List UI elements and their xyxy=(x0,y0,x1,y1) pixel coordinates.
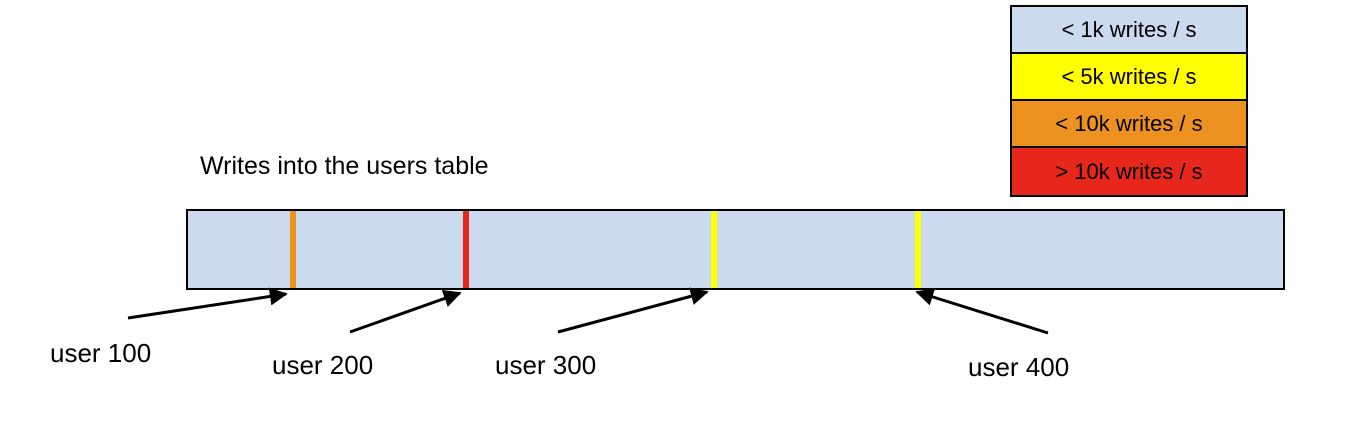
legend-label-over-10k: > 10k writes / s xyxy=(1055,158,1203,184)
legend-row-under-10k: < 10k writes / s xyxy=(1012,101,1246,148)
user-100-label: user 100 xyxy=(50,338,152,368)
legend-label-under-1k: < 1k writes / s xyxy=(1061,16,1197,42)
user-300-marker xyxy=(711,211,717,288)
legend-row-under-5k: < 5k writes / s xyxy=(1012,54,1246,101)
diagram-caption: Writes into the users table xyxy=(200,152,489,180)
arrow-4 xyxy=(915,288,1049,335)
user-300-label: user 300 xyxy=(495,350,597,380)
users-table-bar xyxy=(186,209,1285,290)
legend-label-under-5k: < 5k writes / s xyxy=(1061,63,1197,89)
arrow-1 xyxy=(127,287,288,320)
user-100-marker xyxy=(290,211,296,288)
legend-row-over-10k: > 10k writes / s xyxy=(1012,148,1246,195)
user-200-marker xyxy=(463,211,469,288)
legend-label-under-10k: < 10k writes / s xyxy=(1055,110,1203,136)
user-200-label: user 200 xyxy=(272,350,374,380)
user-400-label: user 400 xyxy=(968,352,1070,382)
user-400-marker xyxy=(915,211,921,288)
arrow-3 xyxy=(557,287,709,334)
arrow-2 xyxy=(349,289,462,334)
legend-row-under-1k: < 1k writes / s xyxy=(1012,7,1246,54)
legend: < 1k writes / s < 5k writes / s < 10k wr… xyxy=(1010,5,1248,197)
